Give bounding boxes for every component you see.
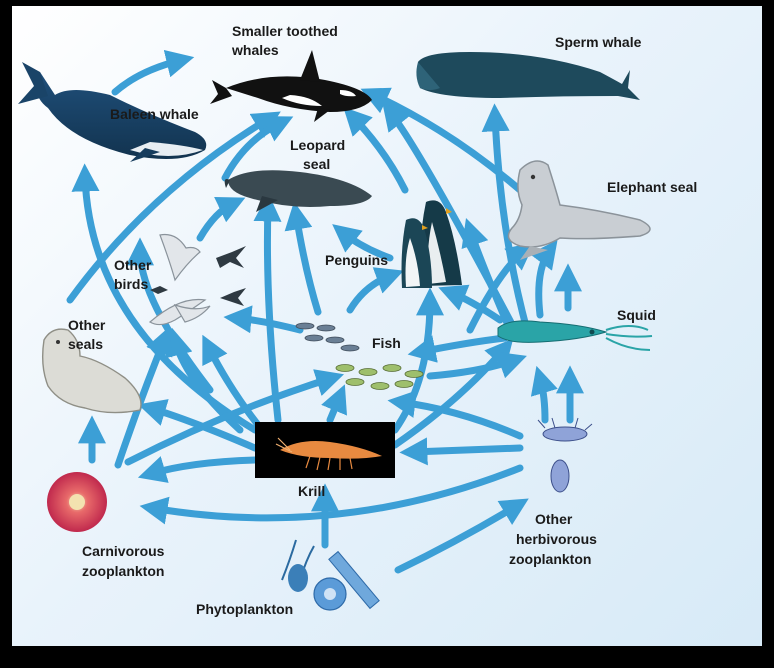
arrow	[391, 338, 514, 449]
label-other-herbivorous-zooplankton-3: zooplankton	[509, 551, 591, 567]
arrow	[399, 437, 524, 466]
phytoplankton-illustration	[281, 539, 380, 611]
arrow	[343, 106, 409, 194]
other-seal-illustration	[41, 328, 142, 414]
arrow	[321, 384, 347, 424]
arrow	[407, 334, 509, 363]
arrow	[221, 116, 294, 182]
arrows	[66, 49, 584, 574]
arrow	[137, 399, 259, 452]
arrow	[284, 201, 322, 316]
label-other-seals-2: seals	[68, 336, 103, 352]
arrow	[196, 196, 246, 242]
label-leopard-seal-1: Leopard	[290, 137, 345, 153]
label-baleen-whale: Baleen whale	[110, 106, 199, 122]
arrow	[461, 218, 514, 334]
arrow	[253, 193, 282, 424]
fish-illustration	[295, 322, 360, 352]
arrow	[223, 305, 304, 334]
label-smaller-toothed-whales-1: Smaller toothed	[232, 23, 338, 39]
orca-illustration	[210, 50, 372, 122]
arrow	[346, 267, 404, 314]
label-other-herbivorous-zooplankton-1: Other	[535, 511, 573, 527]
herbivorous-zooplankton-illustration	[537, 417, 593, 493]
label-krill: Krill	[298, 483, 325, 499]
arrow	[466, 242, 535, 334]
arrow	[111, 49, 195, 96]
label-carnivorous-zooplankton-2: zooplankton	[82, 563, 164, 579]
baleen-whale-illustration	[18, 62, 207, 162]
penguins-illustration	[401, 200, 462, 288]
label-elephant-seal: Elephant seal	[607, 179, 697, 195]
arrow	[139, 464, 524, 525]
arrow	[530, 365, 558, 424]
label-other-birds-2: birds	[114, 276, 148, 292]
green-fish-illustration	[335, 364, 424, 390]
labels: Smaller toothed whales Sperm whale Balee…	[68, 23, 697, 617]
label-smaller-toothed-whales-2: whales	[231, 42, 279, 58]
arrow	[529, 239, 558, 319]
arrow	[426, 351, 527, 380]
label-fish: Fish	[372, 335, 401, 351]
label-phytoplankton: Phytoplankton	[196, 601, 293, 617]
label-sperm-whale: Sperm whale	[555, 34, 642, 50]
carnivorous-zooplankton-illustration	[47, 472, 107, 532]
arrow	[387, 390, 524, 440]
label-other-seals-1: Other	[68, 317, 106, 333]
arrow	[481, 103, 531, 334]
arrow	[126, 237, 214, 394]
label-squid: Squid	[617, 307, 656, 323]
arrow	[202, 334, 266, 434]
arrow	[438, 284, 504, 324]
small-birds-illustration	[150, 246, 246, 306]
label-carnivorous-zooplankton-1: Carnivorous	[82, 543, 165, 559]
label-penguins: Penguins	[325, 252, 388, 268]
squid-illustration	[497, 320, 653, 351]
birds-illustration	[148, 233, 211, 326]
elephant-seal-illustration	[507, 160, 651, 260]
krill-image	[255, 422, 395, 478]
arrow	[394, 498, 529, 574]
sperm-whale-illustration	[416, 52, 640, 100]
arrow	[332, 224, 394, 262]
label-other-herbivorous-zooplankton-2: herbivorous	[516, 531, 597, 547]
arrow	[124, 369, 345, 466]
arrow	[137, 456, 259, 483]
arrow	[391, 287, 444, 434]
leopard-seal-illustration	[224, 170, 372, 212]
label-other-birds-1: Other	[114, 257, 152, 273]
arrow	[66, 111, 281, 304]
label-leopard-seal-2: seal	[303, 156, 330, 172]
